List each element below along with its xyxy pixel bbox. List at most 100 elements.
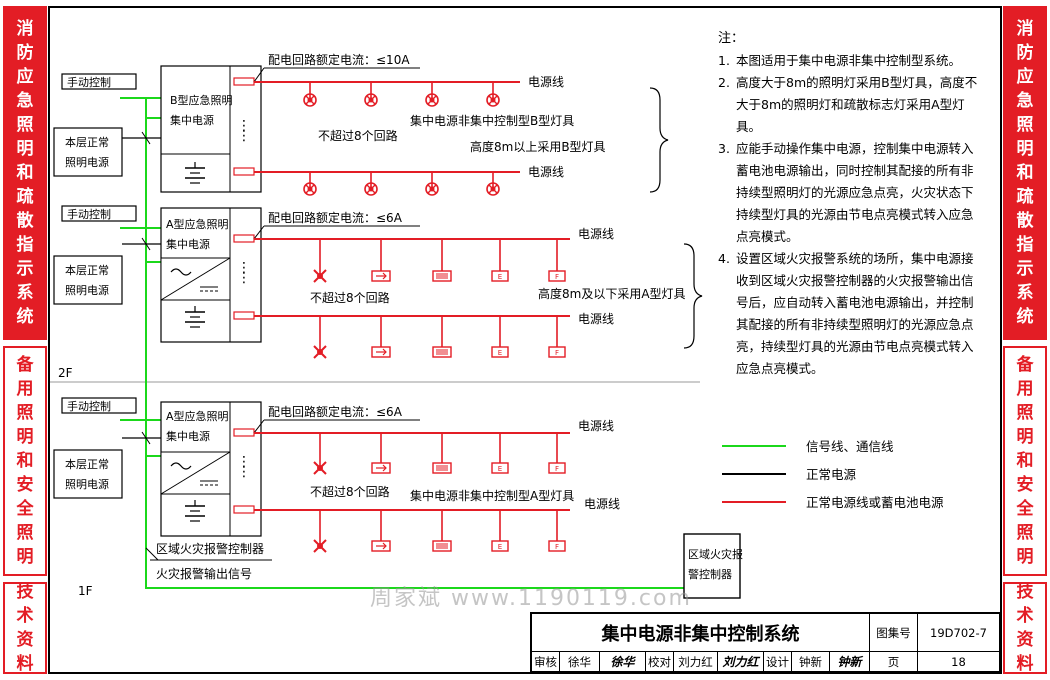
category-technical-data-label: 技术资料: [16, 582, 34, 674]
manual-control-label-2: 手动控制: [67, 207, 111, 221]
b-type-box-title-1: B型应急照明: [170, 93, 233, 107]
normal-power-label-1a: 本层正常: [65, 135, 109, 149]
b-type-fixture-label: 集中电源非集中控制型B型灯具: [410, 113, 574, 128]
power-line-label-1: 电源线: [528, 75, 564, 89]
sign-f-label-2: F: [555, 349, 559, 357]
category-technical-data-right-label: 技术资料: [1016, 582, 1034, 674]
legend-label-signal: 信号线、通信线: [806, 439, 894, 454]
reviewer-signature: 徐华: [600, 652, 646, 672]
drawing-frame: [48, 6, 1002, 674]
height-above-label: 高度8m以上采用B型灯具: [470, 139, 606, 154]
svg-text:⋮: ⋮: [237, 128, 251, 144]
power-line-label-3: 电源线: [578, 227, 614, 241]
fire-box-label-2: 警控制器: [688, 567, 732, 581]
svg-text:⋮: ⋮: [237, 454, 251, 470]
normal-power-box-3: [53, 449, 123, 499]
note-text-1: 本图适用于集中电源非集中控制型系统。: [736, 53, 962, 68]
page-label: 页: [870, 652, 918, 672]
notes-title: 注：: [718, 31, 745, 46]
design-label: 设计: [764, 652, 792, 672]
a-type-box-title-1f-1: A型应急照明: [166, 409, 229, 423]
note-item-2: 2.高度大于8m的照明灯采用B型灯具，高度不大于8m的照明灯和疏散标志灯采用A型…: [718, 75, 978, 134]
fire-controller-label: 区域火灾报警控制器: [156, 541, 264, 556]
watermark: 周家斌 www.1190119.com: [370, 586, 692, 611]
svg-text:⋮: ⋮: [237, 118, 251, 134]
b-type-box-title-2: 集中电源: [170, 113, 214, 127]
check-label: 校对: [646, 652, 674, 672]
manual-control-box-3: [61, 397, 137, 414]
power-line-label-5: 电源线: [578, 419, 614, 433]
note-item-4: 4.设置区域火灾报警系统的场所，集中电源接收到区域火灾报警控制器的火灾报警输出信…: [718, 251, 974, 376]
brace-a: [683, 243, 703, 349]
category-technical-data: 技术资料: [3, 582, 47, 674]
rated-current-a-1f: 配电回路额定电流：≤6A: [268, 404, 403, 419]
a-type-box-title-2f-1: A型应急照明: [166, 217, 229, 231]
notes-panel: 注： 1.本图适用于集中电源非集中控制型系统。 2.高度大于8m的照明灯采用B型…: [712, 28, 982, 380]
max-loops-label-2: 不超过8个回路: [310, 290, 390, 305]
b-lamps-row-1: [303, 82, 500, 107]
legend-swatch-black: [722, 473, 786, 475]
a-type-box-title-2f-2: 集中电源: [166, 237, 210, 251]
legend-swatch-green: [722, 445, 786, 447]
category-emergency-lighting-right: 消防应急照明和疏散指示系统: [1003, 6, 1047, 340]
manual-control-label-3: 手动控制: [67, 399, 111, 413]
right-category-bar: 消防应急照明和疏散指示系统 备用照明和安全照明 技术资料: [1003, 6, 1047, 674]
note-item-3: 3.应能手动操作集中电源，控制集中电源转入蓄电池电源输出，同时控制其配接的所有非…: [718, 141, 974, 244]
sign-e-label-2: E: [498, 349, 502, 357]
review-label: 审核: [532, 652, 560, 672]
legend-swatch-red: [722, 501, 786, 503]
normal-power-box-1: [53, 127, 123, 177]
manual-control-label-1: 手动控制: [67, 75, 111, 89]
atlas-label: 图集号: [870, 614, 918, 652]
sign-f-label-1: F: [555, 273, 559, 281]
battery-icon-2: [185, 306, 205, 328]
normal-power-label-2b: 照明电源: [65, 283, 109, 297]
checker-signature: 刘力红: [718, 652, 764, 672]
b-type-power-box: [160, 65, 262, 193]
rated-current-b: 配电回路额定电流：≤10A: [268, 52, 410, 67]
battery-icon-1: [185, 162, 205, 184]
floor-label-1f: 1F: [78, 584, 93, 598]
svg-text:⋮: ⋮: [237, 260, 251, 276]
note-text-4: 设置区域火灾报警系统的场所，集中电源接收到区域火灾报警控制器的火灾报警输出信号后…: [736, 251, 974, 376]
svg-text:⋮: ⋮: [237, 270, 251, 286]
note-text-2: 高度大于8m的照明灯采用B型灯具，高度不大于8m的照明灯和疏散标志灯采用A型灯具…: [736, 75, 978, 134]
a-fixtures-2f-row-2: E F: [313, 316, 566, 359]
category-emergency-lighting-label: 消防应急照明和疏散指示系统: [16, 19, 34, 327]
normal-power-label-3a: 本层正常: [65, 457, 109, 471]
floor-label-2f: 2F: [58, 366, 73, 380]
note-item-1: 1.本图适用于集中电源非集中控制型系统。: [718, 53, 962, 68]
a-fixtures-1f-row-1: E F: [313, 433, 566, 475]
fire-alarm-controller-box: [683, 533, 741, 599]
power-line-label-2: 电源线: [528, 165, 564, 179]
left-category-bar: 消防应急照明和疏散指示系统 备用照明和安全照明 技术资料: [3, 6, 47, 674]
reviewer-name: 徐华: [560, 652, 600, 672]
note-text-3: 应能手动操作集中电源，控制集中电源转入蓄电池电源输出，同时控制其配接的所有非持续…: [736, 141, 974, 244]
designer-name: 钟新: [792, 652, 830, 672]
atlas-number: 19D702-7: [918, 614, 1000, 652]
svg-text:⋮: ⋮: [237, 464, 251, 480]
category-technical-data-right: 技术资料: [1003, 582, 1047, 674]
power-line-label-4: 电源线: [578, 312, 614, 326]
legend-label-power: 正常电源线或蓄电池电源: [806, 495, 944, 510]
section-a-type-2f: 手动控制 本层正常 照明电源 A型应急照明 集中电源: [53, 205, 703, 359]
max-loops-label-1: 不超过8个回路: [318, 128, 398, 143]
category-backup-lighting: 备用照明和安全照明: [3, 346, 47, 576]
fire-box-label-1: 区域火灾报: [688, 547, 743, 561]
section-b-type: 手动控制 本层正常 照明电源 B型应急照明 集中电源 ⋮: [53, 52, 669, 196]
height-below-label: 高度8m及以下采用A型灯具: [538, 286, 686, 301]
sign-e-label-4: E: [498, 543, 502, 551]
category-backup-lighting-right-label: 备用照明和安全照明: [1016, 355, 1034, 567]
brace-b: [649, 87, 669, 193]
title-block: 集中电源非集中控制系统 图集号 19D702-7 审核 徐华 徐华 校对 刘力红…: [530, 612, 1000, 672]
sign-f-label-3: F: [555, 465, 559, 473]
manual-control-box-2: [61, 205, 137, 222]
a-type-fixture-label: 集中电源非集中控制型A型灯具: [410, 488, 574, 503]
checker-name: 刘力红: [674, 652, 718, 672]
normal-power-box-2: [53, 255, 123, 305]
sign-f-label-4: F: [555, 543, 559, 551]
sign-e-label-1: E: [498, 273, 502, 281]
category-backup-lighting-right: 备用照明和安全照明: [1003, 346, 1047, 576]
